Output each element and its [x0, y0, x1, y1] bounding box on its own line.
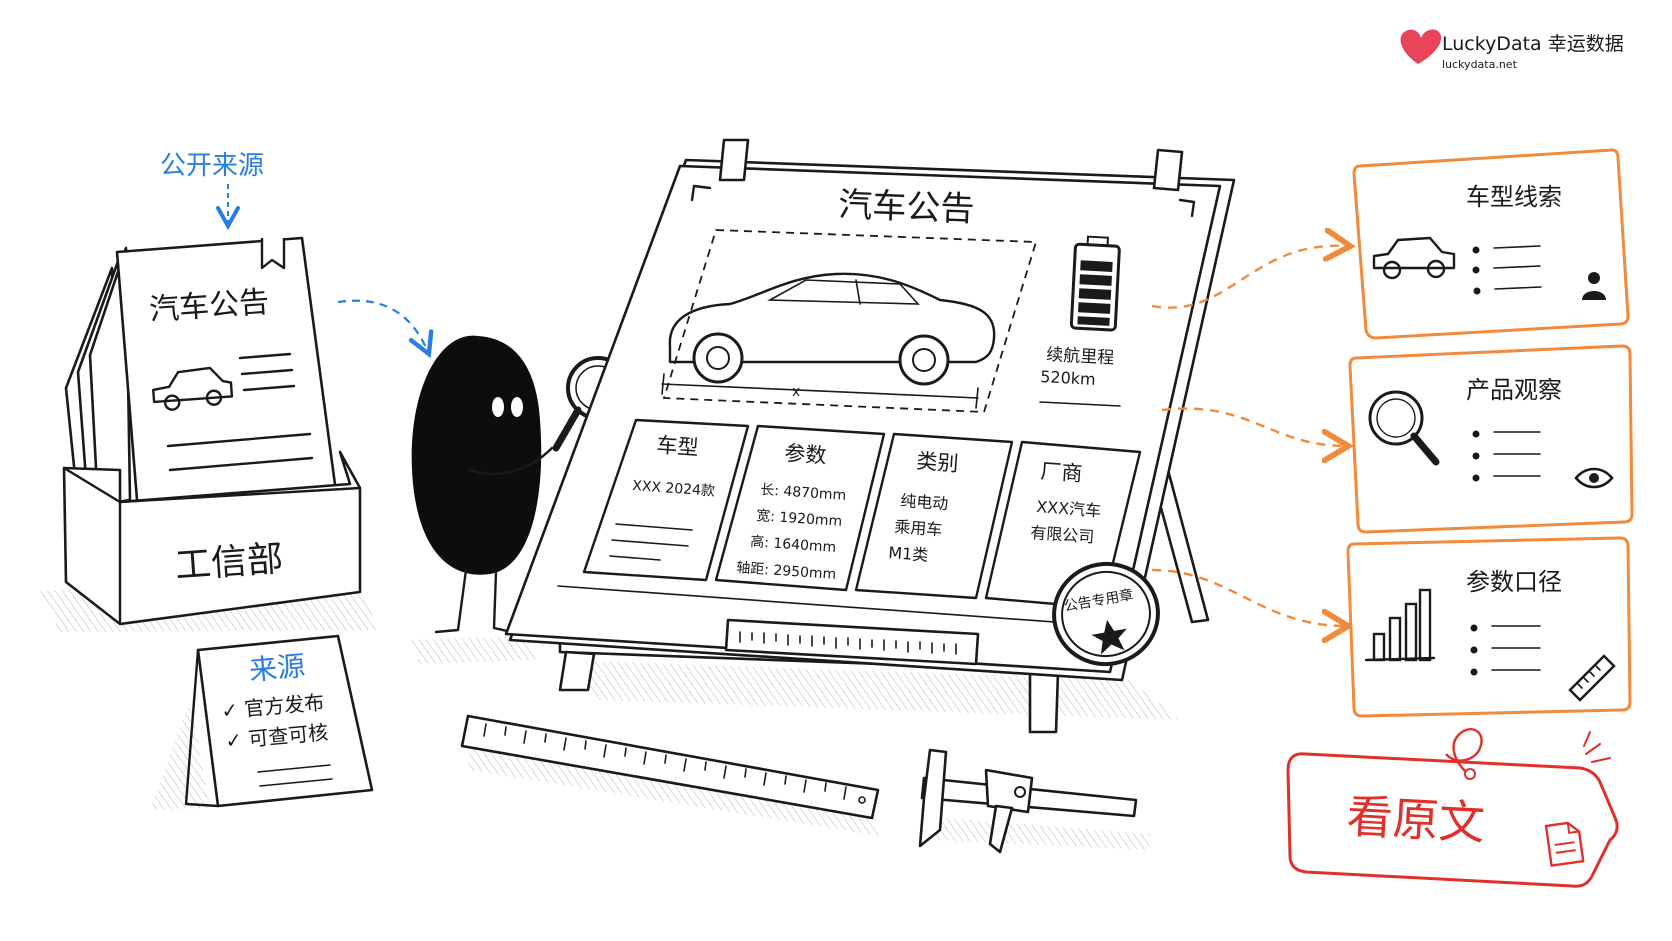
cell-value: 乘用车	[894, 517, 943, 539]
public-source-label: 公开来源	[160, 151, 264, 181]
board-title: 汽车公告	[838, 185, 975, 230]
dimension-line: x	[661, 373, 979, 409]
announcement-document: 汽车公告	[115, 236, 338, 514]
brand-url: luckydata.net	[1442, 58, 1518, 71]
cell-value: M1类	[888, 543, 929, 565]
cell-value: 宽: 1920mm	[756, 507, 843, 530]
floor-ruler	[460, 714, 880, 836]
source-tent-card: 来源 ✓ 官方发布 ✓ 可查可核	[150, 634, 374, 810]
cell-value: 纯电动	[900, 491, 949, 513]
ruler-icon	[1568, 654, 1616, 702]
cell-value: 有限公司	[1030, 523, 1095, 546]
output-card-vehicle-leads[interactable]: 车型线索	[1352, 148, 1630, 340]
bar-chart-icon	[1364, 588, 1436, 662]
eye-icon	[1574, 467, 1614, 489]
battery-icon	[1069, 235, 1121, 332]
brand-logo: LuckyData 幸运数据 luckydata.net	[1400, 29, 1624, 71]
cell-value: 轴距: 2950mm	[736, 560, 837, 583]
range-label: 续航里程	[1046, 345, 1115, 369]
magnifier-icon	[1368, 390, 1440, 466]
document-icon	[1544, 821, 1585, 867]
flow-arrow-to-inspector	[337, 299, 428, 352]
cell-value: 长: 4870mm	[760, 482, 847, 504]
cell-value: XXX 2024款	[632, 478, 716, 500]
output-card-product-observation[interactable]: 产品观察	[1348, 344, 1634, 534]
dimension-mark: x	[792, 384, 800, 400]
bookmark-icon	[260, 238, 286, 270]
column-header: 厂商	[1040, 459, 1084, 486]
tray-label: 工信部	[174, 539, 285, 587]
document-title: 汽车公告	[148, 285, 270, 328]
column-header: 类别	[916, 449, 960, 476]
announcement-board: 汽车公告 x 续航里程 520km	[504, 138, 1236, 734]
caliper-icon	[918, 748, 1150, 854]
person-icon	[1582, 272, 1606, 300]
star-icon	[1091, 619, 1127, 655]
source-card-title: 来源	[248, 649, 307, 687]
view-original-tag[interactable]: 看原文	[1286, 727, 1619, 888]
output-arrows	[1151, 246, 1348, 626]
view-original-label: 看原文	[1345, 789, 1486, 850]
car-illustration	[668, 272, 996, 386]
tray: 工信部	[62, 450, 362, 626]
output-card-title: 参数口径	[1466, 568, 1562, 596]
official-stamp: 公告专用章	[1052, 561, 1160, 667]
range-value: 520km	[1040, 367, 1096, 389]
brand-name: LuckyData 幸运数据	[1442, 33, 1624, 55]
output-card-title: 产品观察	[1466, 376, 1562, 404]
column-header: 参数	[784, 441, 828, 468]
public-source-section: 公开来源 汽车公告	[40, 151, 428, 810]
output-card-title: 车型线索	[1466, 183, 1562, 211]
column-header: 车型	[656, 433, 700, 460]
spec-table: 车型 参数 类别 厂商 XXX 2024款 长: 4870mm 宽: 1920m…	[557, 418, 1142, 627]
cell-value: 高: 1640mm	[750, 533, 837, 556]
output-card-parameter-basis[interactable]: 参数口径	[1346, 536, 1632, 718]
car-icon	[1372, 236, 1456, 280]
cell-value: XXX汽车	[1036, 497, 1102, 520]
heart-icon	[1400, 29, 1442, 64]
ruler-on-ledge	[724, 618, 980, 666]
car-icon	[152, 366, 234, 411]
